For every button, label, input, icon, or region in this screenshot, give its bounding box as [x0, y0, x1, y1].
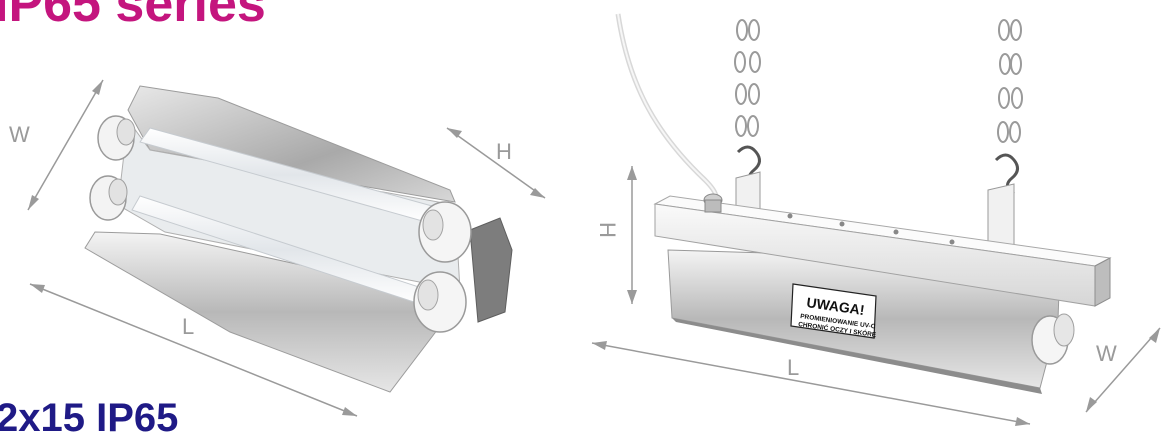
product-photo-scene: W H L — [9, 13, 1161, 426]
dimension-w-right: W — [1085, 327, 1161, 413]
lamp-hanging-housing: UWAGA! PROMIENIOWANIE UV-C CHRONIĆ OCZY … — [615, 13, 1112, 394]
series-title: IP65 series — [0, 0, 266, 33]
dimension-l-right: L — [591, 341, 1031, 426]
dimension-l-left: L — [29, 283, 358, 417]
lamp-open-reflector — [84, 85, 513, 393]
dimension-label-h-right: H — [595, 222, 620, 238]
dimension-h-left: H — [446, 127, 546, 199]
dimension-label-w-left: W — [9, 122, 30, 147]
dimension-label-h-left: H — [496, 139, 512, 164]
dimension-label-w-right: W — [1096, 341, 1117, 366]
warning-label: UWAGA! PROMIENIOWANIE UV-C CHRONIĆ OCZY … — [790, 283, 877, 339]
dimension-h-right: H — [595, 166, 637, 304]
dimension-label-l-left: L — [182, 314, 194, 339]
dimension-label-l-right: L — [787, 355, 799, 380]
dimension-w-left: W — [9, 79, 104, 211]
